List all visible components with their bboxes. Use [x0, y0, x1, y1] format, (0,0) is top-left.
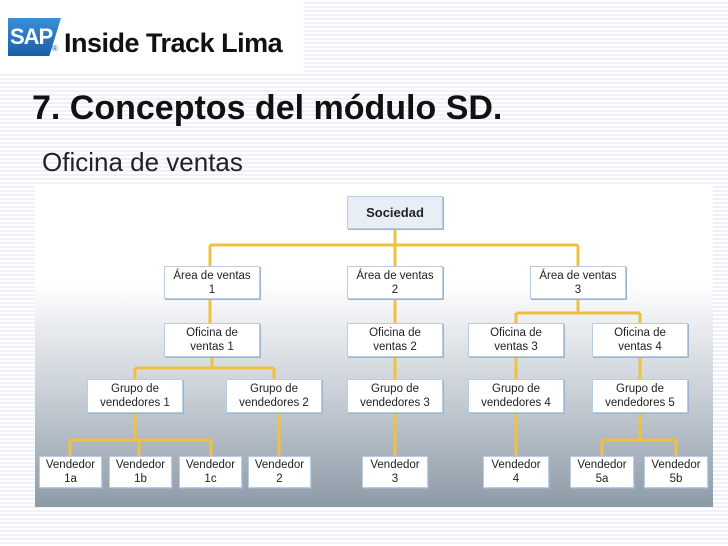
node-seller-5a: Vendedor 5a [570, 456, 634, 488]
node-label-line1: Área de ventas [173, 269, 251, 282]
node-label-line1: Área de ventas [539, 269, 617, 282]
node-label-line2: ventas 2 [373, 341, 417, 353]
node-office-3: Oficina de ventas 3 [468, 323, 564, 357]
node-label-line1: Vendedor [45, 459, 96, 471]
node-office-1: Oficina de ventas 1 [164, 323, 260, 357]
node-label-line2: 2 [276, 473, 283, 485]
node-label-line1: Oficina de [369, 327, 421, 339]
connector [208, 299, 642, 323]
node-label-line1: Vendedor [115, 459, 166, 471]
node-label-line1: Vendedor [185, 459, 236, 471]
node-label-line1: Oficina de [614, 327, 666, 339]
node-group-1: Grupo de vendedores 1 [87, 379, 183, 413]
node-label-line1: Vendedor [491, 459, 541, 471]
node-office-4: Oficina de ventas 4 [592, 323, 688, 357]
node-seller-2: Vendedor 2 [248, 456, 311, 488]
node-label-line2: 1b [134, 473, 147, 485]
node-label-line2: 1a [64, 473, 77, 485]
slide-title: 7. Conceptos del módulo SD. [32, 89, 503, 127]
node-label-line2: 5b [669, 473, 683, 485]
node-label-line2: 3 [574, 283, 582, 296]
node-label-line2: vendedores 2 [239, 397, 309, 409]
node-label-line1: Área de ventas [356, 269, 434, 282]
node-group-4: Grupo de vendedores 4 [468, 379, 564, 413]
node-seller-3: Vendedor 3 [362, 456, 428, 488]
node-seller-1a: Vendedor 1a [39, 456, 102, 488]
node-group-2: Grupo de vendedores 2 [226, 379, 322, 413]
node-label-line2: 4 [512, 473, 520, 485]
node-label-line1: Grupo de [371, 383, 419, 395]
node-label-line2: vendedores 5 [605, 397, 675, 409]
node-label-line1: Oficina de [186, 327, 238, 339]
node-label-line2: ventas 4 [618, 341, 662, 353]
node-label-line2: ventas 1 [190, 341, 234, 353]
node-label-line1: Grupo de [250, 383, 298, 395]
node-label-line1: Oficina de [490, 327, 542, 339]
node-group-5: Grupo de vendedores 5 [592, 379, 688, 413]
logo-area: SAP ® Inside Track Lima [0, 0, 304, 72]
node-label-line2: vendedores 4 [481, 397, 551, 409]
node-label-line1: Grupo de [492, 383, 540, 395]
node-label-line2: 1c [204, 473, 217, 485]
node-sales-area-2: Área de ventas 2 [347, 266, 443, 299]
node-label-line1: Grupo de [111, 383, 159, 395]
slide-subtitle: Oficina de ventas [42, 147, 243, 177]
logo-label: Inside Track Lima [64, 28, 283, 58]
node-label: Sociedad [366, 204, 424, 220]
node-label-line1: Grupo de [616, 383, 664, 395]
node-group-3: Grupo de vendedores 3 [347, 379, 443, 413]
connector [133, 357, 642, 379]
node-seller-4: Vendedor 4 [483, 456, 549, 488]
node-label-line2: vendedores 3 [360, 397, 430, 409]
node-office-2: Oficina de ventas 2 [347, 323, 443, 357]
sap-logo-text: SAP [10, 24, 53, 49]
node-label-line2: 1 [208, 283, 216, 296]
node-label-line1: Vendedor [577, 459, 627, 471]
node-label-line2: 2 [391, 283, 399, 296]
node-label-line1: Vendedor [651, 459, 701, 471]
node-sales-area-1: Área de ventas 1 [164, 266, 260, 299]
node-seller-1c: Vendedor 1c [179, 456, 242, 488]
node-sales-area-3: Área de ventas 3 [530, 266, 626, 299]
registered-mark: ® [52, 44, 58, 53]
node-label-line2: ventas 3 [494, 341, 538, 353]
node-label-line2: vendedores 1 [100, 397, 170, 409]
node-label-line1: Vendedor [254, 459, 305, 471]
node-seller-5b: Vendedor 5b [644, 456, 708, 488]
node-seller-1b: Vendedor 1b [109, 456, 172, 488]
node-label-line2: 3 [391, 473, 399, 485]
node-label-line1: Vendedor [370, 459, 420, 471]
connector [208, 229, 580, 266]
node-label-line2: 5a [595, 473, 609, 485]
connector [68, 413, 678, 456]
node-sociedad: Sociedad [347, 196, 443, 229]
